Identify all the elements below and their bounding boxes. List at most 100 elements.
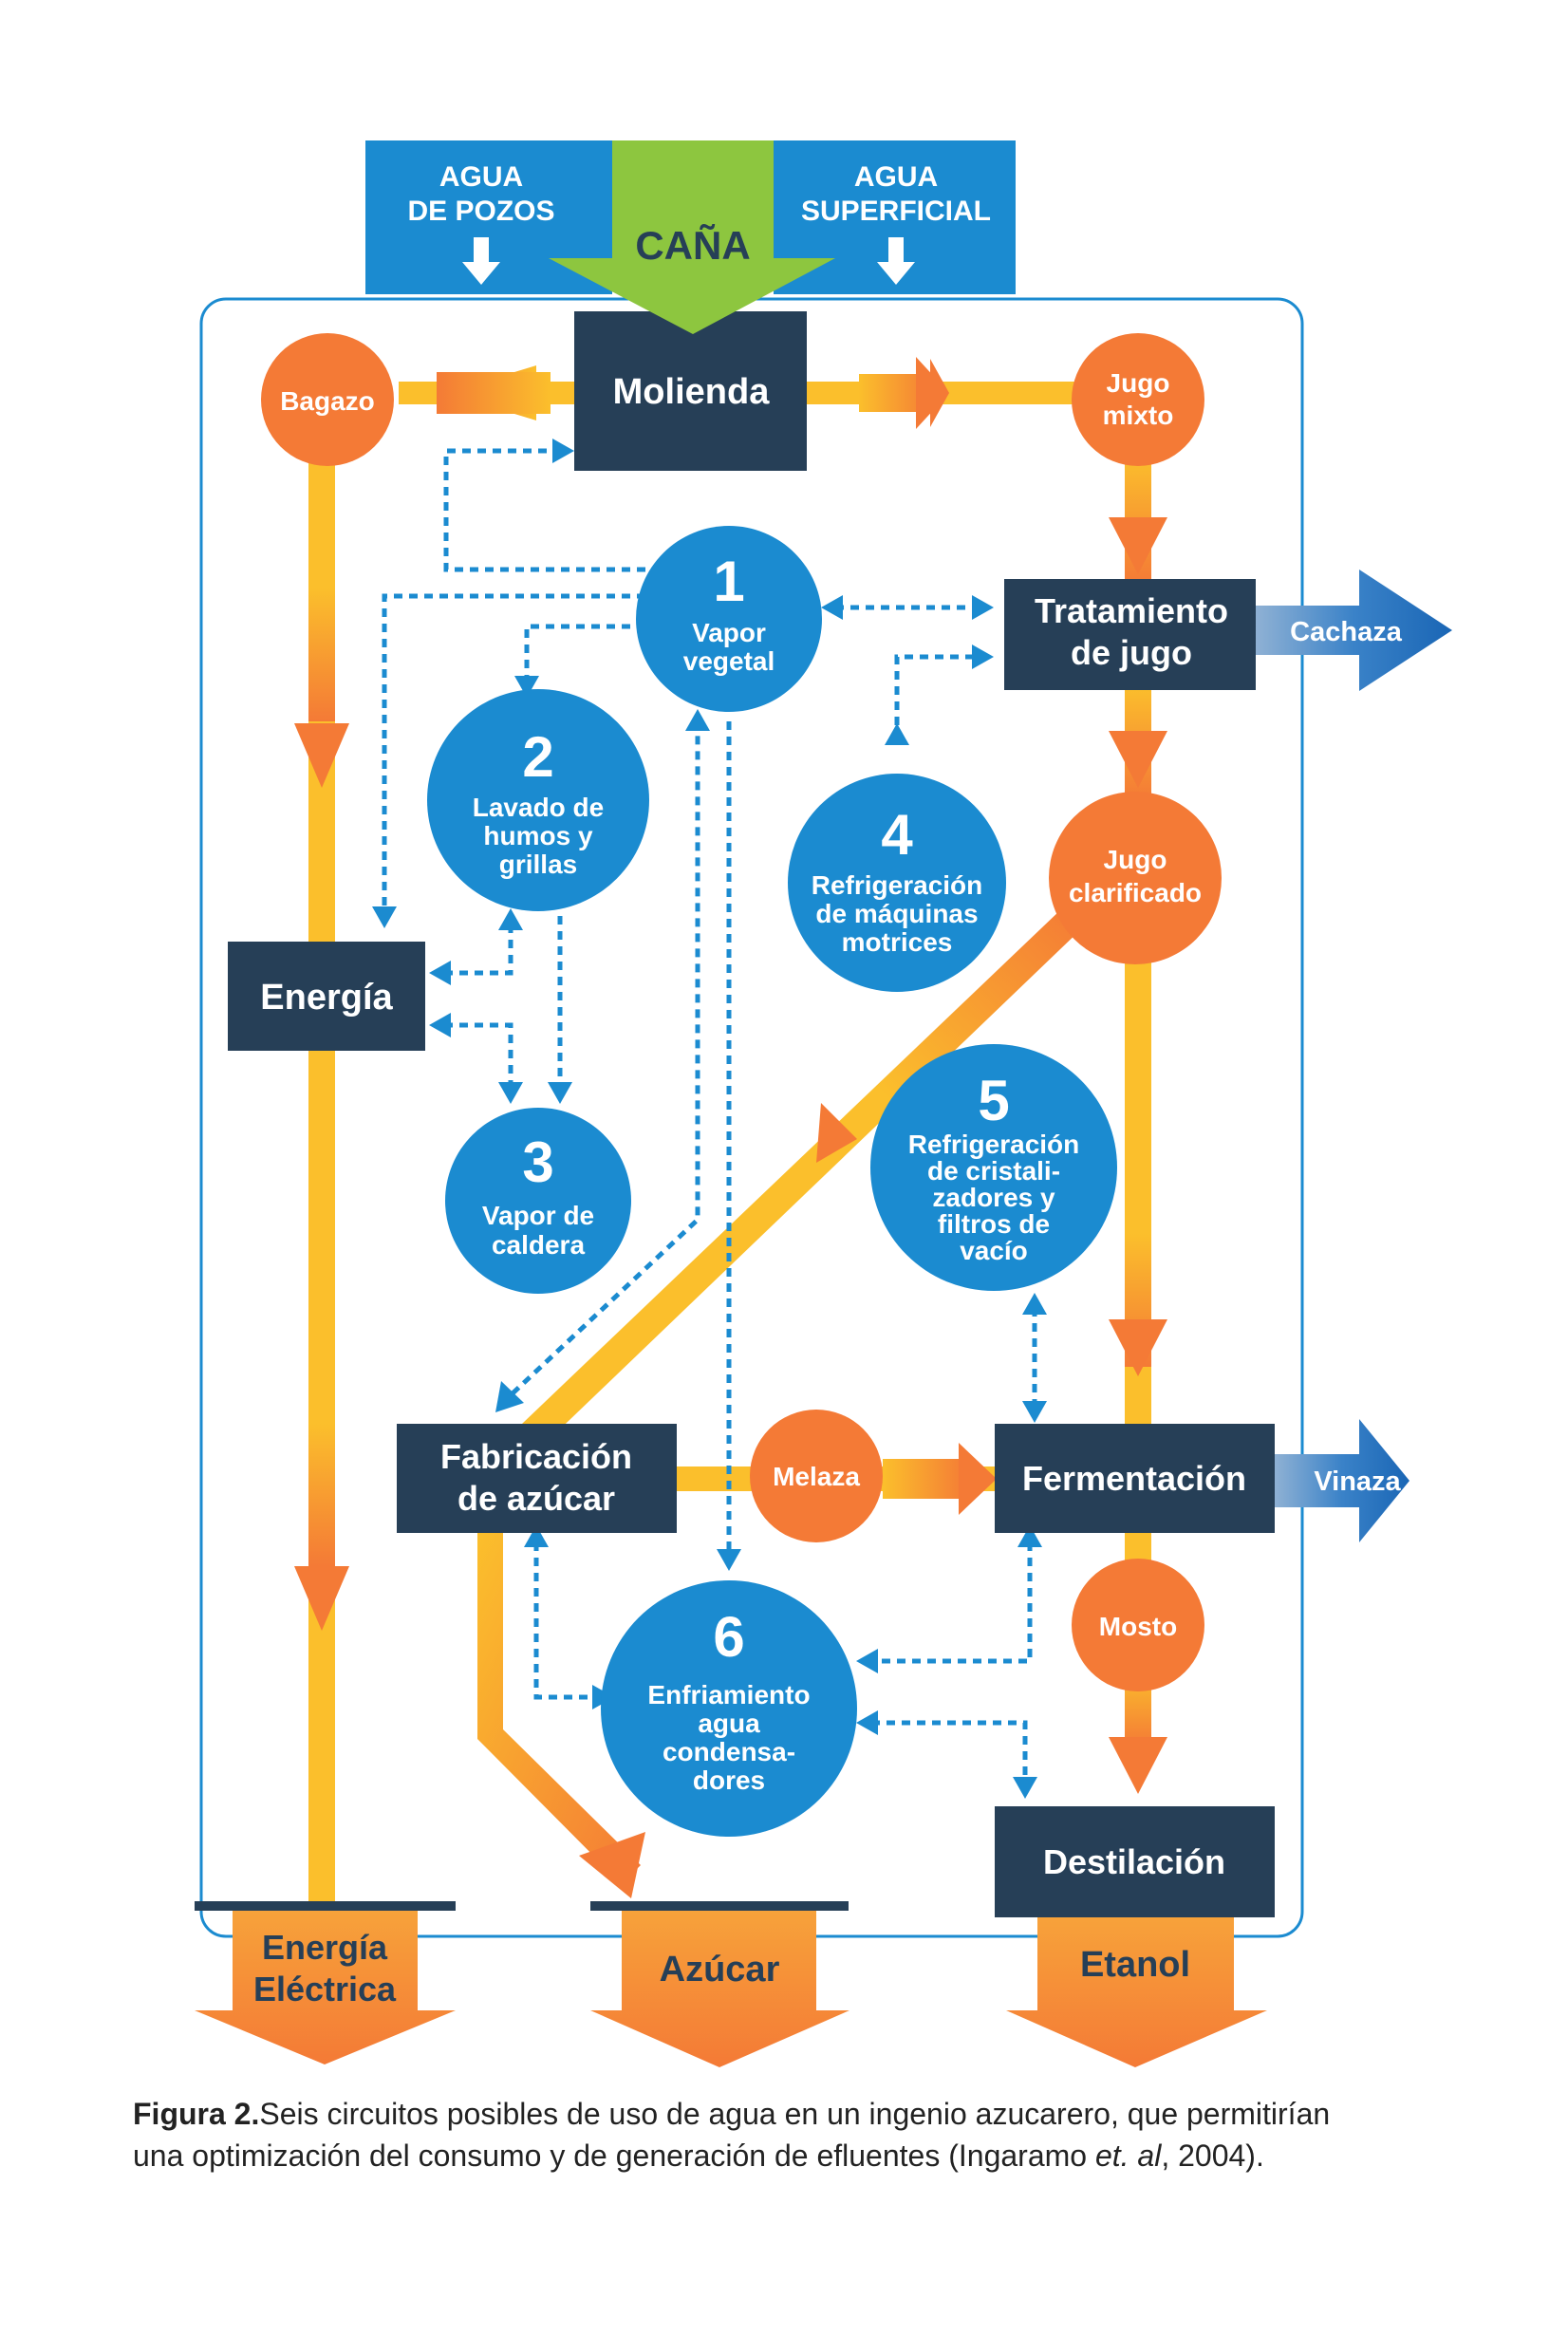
circuit-6-label-3: condensa- [663, 1737, 795, 1766]
circuit-5-label-1: Refrigeración [908, 1130, 1080, 1159]
tratamiento-label-2: de jugo [1071, 633, 1192, 672]
arrow-down-icon [1013, 1777, 1037, 1799]
arrow-down-icon [1109, 731, 1167, 788]
circuit-6-label-1: Enfriamiento [647, 1680, 810, 1709]
agua-pozos-label-1: AGUA [439, 161, 523, 193]
tratamiento-label-1: Tratamiento [1035, 591, 1228, 630]
arrow-up-icon [1017, 1525, 1042, 1547]
circuit-5-label-3: zadores y [932, 1183, 1055, 1212]
jugo-mixto-label-2: mixto [1103, 401, 1174, 430]
arrow-down-right-icon [579, 1832, 645, 1898]
vinaza-arrow-icon [1275, 1419, 1409, 1542]
cana-arrow-icon [549, 140, 835, 334]
circuit-4-label-2: de máquinas [815, 899, 978, 928]
arrow-down-left-icon [816, 1103, 857, 1163]
arrow-down-icon [462, 237, 500, 285]
jugo-clarificado-label-1: Jugo [1104, 845, 1167, 874]
vinaza-label: Vinaza [1314, 1466, 1401, 1497]
azucar-label: Azúcar [660, 1950, 780, 1989]
circuit-5-label-2: de cristali- [927, 1156, 1060, 1186]
fermentacion-label: Fermentación [1022, 1459, 1246, 1498]
arrow-left-icon [429, 1013, 451, 1037]
arrow-down-icon [1109, 1737, 1167, 1794]
arrow-right-icon [972, 644, 994, 669]
circuit-5-number: 5 [978, 1069, 1009, 1132]
arrow-down-icon [1109, 517, 1167, 574]
arrow-left-icon [429, 961, 451, 985]
arrow-right-icon [959, 1443, 997, 1515]
melaza-label: Melaza [773, 1462, 860, 1491]
circuit-6-number: 6 [713, 1605, 744, 1669]
caption-suffix: , 2004). [1161, 2139, 1264, 2173]
arrow-up-icon [1022, 1293, 1047, 1315]
tratamiento-box [1004, 579, 1256, 690]
fabricacion-box [397, 1424, 677, 1533]
circuit-1-circle [636, 526, 822, 712]
bagazo-label: Bagazo [280, 386, 375, 416]
cana-label: CAÑA [635, 223, 750, 268]
energia-box [228, 942, 425, 1051]
circuit-5-circle [870, 1044, 1117, 1291]
arrow-right-icon [972, 595, 994, 620]
arrow-left-icon [856, 1649, 878, 1673]
arrow-left-icon [821, 595, 843, 620]
arrow-down-icon [1022, 1401, 1047, 1423]
agua-pozos-label-2: DE POZOS [407, 196, 554, 227]
agua-superficial-label-1: AGUA [854, 161, 938, 193]
circuit-3-circle [445, 1108, 631, 1294]
arrow-up-icon [524, 1525, 549, 1547]
arrow-down-icon [498, 1082, 523, 1104]
output-bar-energia [195, 1901, 456, 1911]
circuit-2-number: 2 [522, 725, 553, 789]
circuit-5-label-5: vacío [960, 1236, 1028, 1265]
circuit-6-label-2: agua [698, 1709, 760, 1738]
fermentacion-box [995, 1424, 1275, 1533]
jugo-mixto-circle [1072, 333, 1204, 466]
circuit-1-number: 1 [713, 550, 744, 613]
energia-electrica-output-arrow [195, 1911, 456, 2064]
figure-caption: Figura 2.Seis circuitos posibles de uso … [133, 2093, 1386, 2176]
energia-electrica-label-2: Eléctrica [253, 1970, 397, 2008]
circuit-2-label-1: Lavado de [473, 793, 604, 822]
circuit-6-label-4: dores [693, 1765, 765, 1795]
circuit-2-label-3: grillas [499, 850, 577, 879]
azucar-output-arrow [590, 1911, 849, 2067]
circuit-4-label-1: Refrigeración [812, 870, 983, 900]
arrow-down-left-icon [495, 1381, 524, 1412]
jugo-clarificado-circle [1049, 792, 1222, 964]
melaza-circle [750, 1410, 883, 1542]
arrow-down-icon [372, 906, 397, 928]
circuit-5-label-4: filtros de [938, 1209, 1050, 1239]
destilacion-label: Destilación [1043, 1842, 1225, 1881]
circuit-1-label-2: vegetal [683, 646, 775, 676]
arrow-right-icon [552, 439, 574, 463]
arrow-down-icon [1109, 1319, 1167, 1376]
molienda-box [574, 311, 807, 471]
arrow-down-icon [514, 676, 539, 698]
caption-italic: et. al [1094, 2139, 1162, 2173]
arrow-down-icon [294, 1566, 349, 1631]
arrow-left-icon [856, 1710, 878, 1735]
agua-superficial-label-2: SUPERFICIAL [801, 196, 991, 227]
circuit-2-label-2: humos y [483, 821, 593, 850]
arrow-down-icon [877, 237, 915, 285]
circuit-3-label-1: Vapor de [482, 1201, 594, 1230]
circuit-3-label-2: caldera [492, 1230, 585, 1260]
circuit-3-number: 3 [522, 1130, 553, 1194]
caption-prefix: Figura 2. [133, 2097, 260, 2131]
jugo-clarificado-label-2: clarificado [1069, 878, 1202, 907]
caption-text: Seis circuitos posibles de uso de agua e… [133, 2097, 1331, 2173]
output-bar-azucar [590, 1901, 849, 1911]
mosto-label: Mosto [1099, 1612, 1177, 1641]
energia-label: Energía [260, 978, 393, 1018]
arrow-up-icon [685, 709, 710, 731]
circuit-6-circle [601, 1580, 857, 1837]
molienda-label: Molienda [613, 372, 771, 412]
mosto-circle [1072, 1559, 1204, 1691]
circuit-2-circle [427, 689, 649, 911]
energia-electrica-label-1: Energía [262, 1928, 388, 1967]
circuit-1-label-1: Vapor [692, 618, 766, 647]
arrow-down-icon [717, 1549, 741, 1571]
arrow-down-icon [548, 1082, 572, 1104]
